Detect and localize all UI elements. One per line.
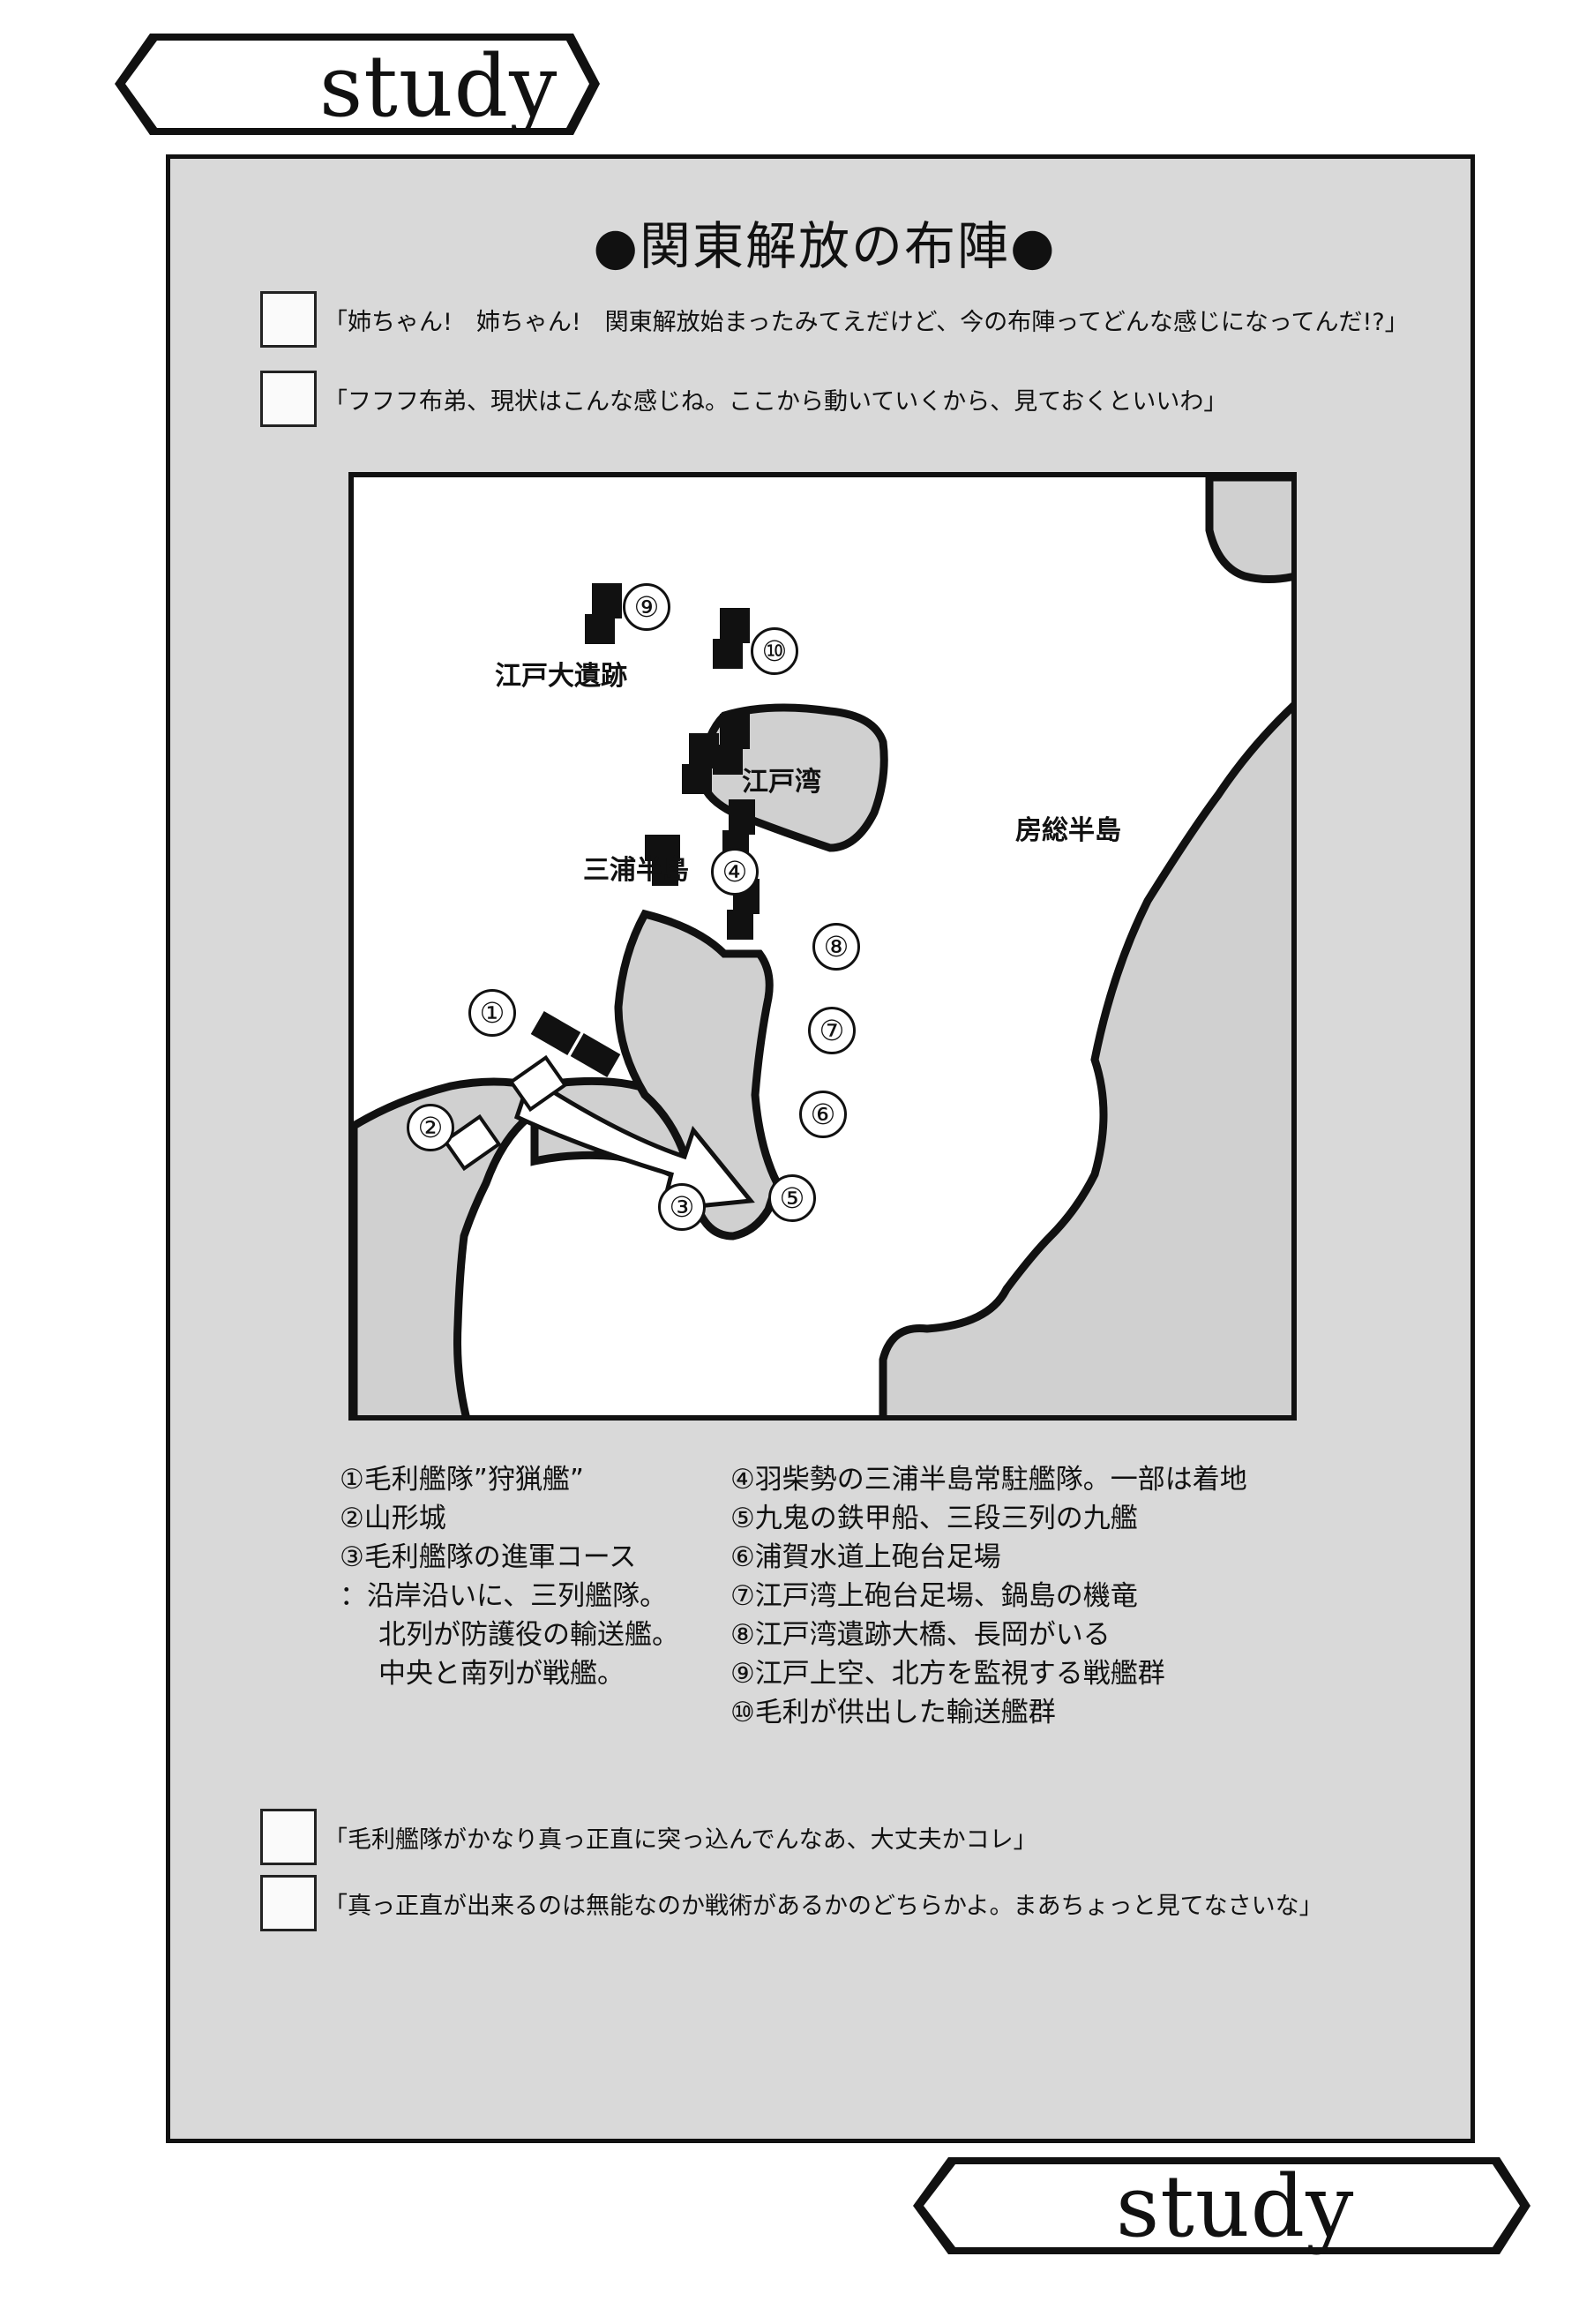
legend-item: ①毛利艦隊”狩猟艦” [340,1464,584,1496]
legend-item: ⑧江戸湾遺跡大橋、長岡がいる [730,1619,1111,1651]
legend-item: ⑥浦賀水道上砲台足場 [730,1541,1001,1573]
marker-8: ⑧ [812,923,860,971]
character-avatar-icon [260,291,317,348]
map-panel: 江戸大遺跡 江戸湾 房総半島 三浦半島 ① ② ③ ④ ⑤ ⑥ ⑦ ⑧ ⑨ ⑩ [348,472,1297,1421]
legend-item: ④羽柴勢の三浦半島常駐艦隊。一部は着地 [730,1464,1247,1496]
dialog-line: 「真っ正直が出来るのは無能なのか戦術があるかのどちらかよ。まあちょっと見てなさい… [260,1875,1323,1931]
page-title: ●関東解放の布陣● [593,216,1057,276]
dialog-text: 「フフフ布弟、現状はこんな感じね。ここから動いていくから、見ておくといいわ」 [324,387,1228,416]
dialog-text: 「毛利艦隊がかなり真っ正直に突っ込んでんなあ、大丈夫かコレ」 [324,1825,1037,1854]
map-land-boso [879,701,1291,1415]
legend-right: ④羽柴勢の三浦半島常駐艦隊。一部は着地 ⑤九鬼の鉄甲船、三段三列の九艦 ⑥浦賀水… [730,1460,1247,1732]
marker-9: ⑨ [623,583,670,631]
label-edo-ruins: 江戸大遺跡 [495,661,627,692]
character-avatar-icon [260,1809,317,1865]
dialog-line: 「毛利艦隊がかなり真っ正直に突っ込んでんなあ、大丈夫かコレ」 [260,1809,1037,1865]
marker-4: ④ [711,848,759,896]
legend-item: ⑦江戸湾上砲台足場、鍋島の機竜 [730,1580,1138,1612]
arrow-mouri-course [513,1074,755,1212]
legend-item: ②山形城 [340,1503,446,1534]
map-land-southwest [354,1077,539,1415]
marker-2: ② [407,1104,454,1151]
ship-group-dark [530,583,760,1077]
legend-item: ⑤九鬼の鉄甲船、三段三列の九艦 [730,1503,1138,1534]
character-avatar-icon [260,371,317,427]
dialog-text: 「真っ正直が出来るのは無能なのか戦術があるかのどちらかよ。まあちょっと見てなさい… [324,1892,1323,1920]
map-land-northeast [1205,477,1291,584]
ship-yamagata-icon [442,1113,502,1172]
marker-3: ③ [658,1183,706,1231]
footer-banner: study [913,2157,1530,2254]
label-edo-bay: 江戸湾 [742,767,821,798]
marker-6: ⑥ [799,1091,847,1138]
legend-item: ⑩毛利が供出した輸送艦群 [730,1697,1056,1728]
marker-1: ① [468,989,516,1037]
ship-mouri-icon [508,1054,568,1113]
footer-label: study [1116,2157,1355,2256]
label-boso: 房総半島 [1015,815,1121,846]
marker-5: ⑤ [768,1174,816,1222]
header-label: study [319,37,558,136]
map-land-miura [614,909,782,1241]
dialog-line: 「フフフ布弟、現状はこんな感じね。ここから動いていくから、見ておくといいわ」 [260,371,1227,427]
character-avatar-icon [260,1875,317,1931]
legend-item: ③毛利艦隊の進軍コース [340,1541,637,1573]
legend-left: ①毛利艦隊”狩猟艦” ②山形城 ③毛利艦隊の進軍コース ：沿岸沿いに、三列艦隊。… [340,1460,679,1693]
label-miura: 三浦半島 [583,855,689,886]
footer-banner-shape [913,2157,1530,2254]
legend-item: 北列が防護役の輸送艦。 [378,1619,679,1651]
header-banner: study [115,34,600,135]
dialog-text: 「姉ちゃん! 姉ちゃん! 関東解放始まったみてえだけど、今の布陣ってどんな感じに… [324,308,1409,336]
marker-7: ⑦ [808,1007,856,1054]
legend-item: ⑨江戸上空、北方を監視する戦艦群 [730,1658,1165,1690]
marker-10: ⑩ [751,627,798,675]
dialog-line: 「姉ちゃん! 姉ちゃん! 関東解放始まったみてえだけど、今の布陣ってどんな感じに… [260,291,1409,348]
map-drawing [354,477,1291,1415]
legend-item: ：沿岸沿いに、三列艦隊。 [340,1580,668,1612]
legend-item: 中央と南列が戦艦。 [378,1658,625,1690]
header-banner-shape [115,34,600,135]
